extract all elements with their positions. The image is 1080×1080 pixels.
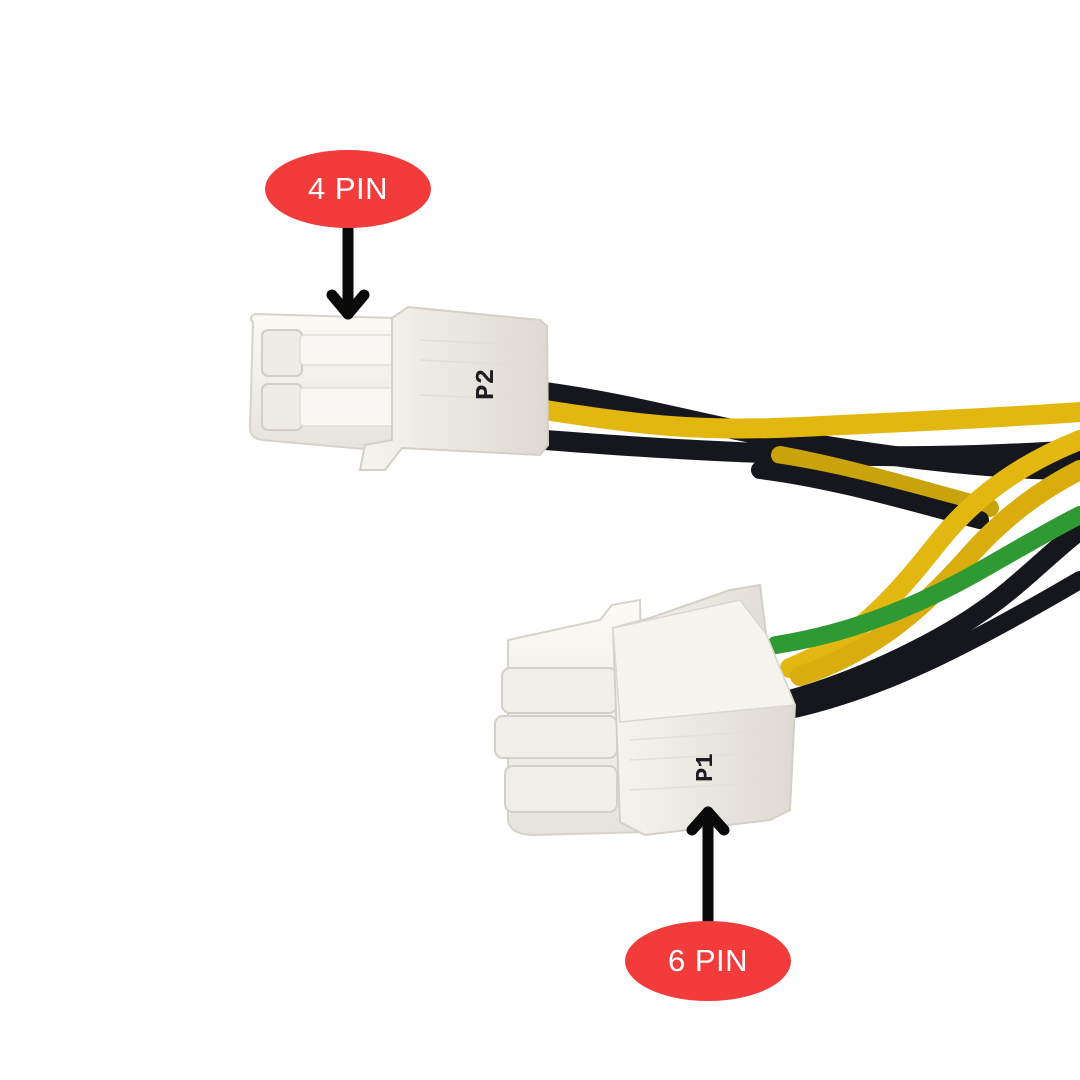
arrow-down-icon [326, 222, 370, 320]
connector-marking-p2: P2 [471, 369, 501, 400]
wire-black [535, 382, 1080, 480]
arrow-up-icon [686, 806, 730, 926]
label-badge-6-pin: 6 PIN [625, 921, 791, 1001]
label-text-6-pin: 6 PIN [667, 943, 749, 978]
wire-yellow [790, 460, 1080, 686]
wire-yellow [535, 400, 1080, 439]
connector-4-pin: P2 [248, 305, 550, 471]
label-text-4-pin: 4 PIN [307, 171, 389, 206]
wire-black [781, 571, 1080, 719]
wire-bundle [535, 382, 1080, 719]
wire-green [767, 506, 1080, 654]
label-badge-4-pin: 4 PIN [265, 150, 431, 228]
connector-marking-p1: P1 [693, 753, 720, 782]
connector-6-pin: P1 [494, 583, 797, 837]
wire-black [780, 520, 1080, 710]
